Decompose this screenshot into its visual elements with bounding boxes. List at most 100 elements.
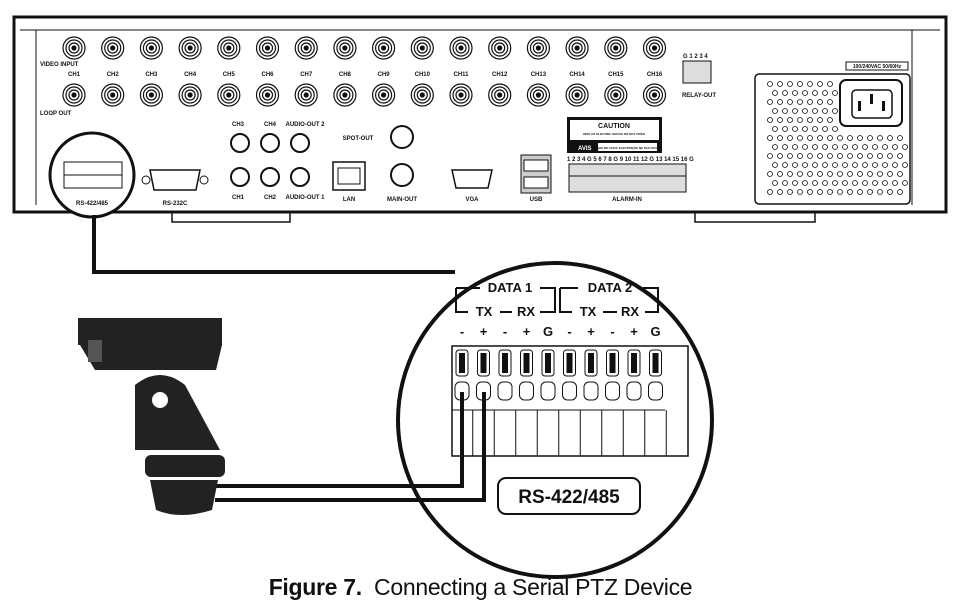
bnc-connector[interactable] <box>375 39 393 57</box>
bnc-connector[interactable] <box>71 45 77 51</box>
bnc-connector[interactable] <box>339 42 351 54</box>
bnc-connector[interactable] <box>101 36 125 60</box>
bnc-connector[interactable] <box>223 89 235 101</box>
bnc-connector[interactable] <box>648 89 661 101</box>
bnc-connector[interactable] <box>336 86 354 104</box>
bnc-connector[interactable] <box>65 86 83 104</box>
bnc-connector[interactable] <box>181 86 199 104</box>
bnc-connector[interactable] <box>220 39 238 57</box>
bnc-connector[interactable] <box>648 42 661 54</box>
terminal-socket[interactable] <box>605 381 620 401</box>
bnc-connector[interactable] <box>255 83 280 107</box>
bnc-connector[interactable] <box>62 36 86 60</box>
bnc-connector[interactable] <box>336 39 354 57</box>
bnc-connector[interactable] <box>181 39 199 57</box>
bnc-connector[interactable] <box>416 42 428 54</box>
bnc-connector[interactable] <box>568 39 586 57</box>
bnc-connector[interactable] <box>255 36 280 60</box>
bnc-connector[interactable] <box>488 83 512 107</box>
terminal-socket[interactable] <box>519 381 534 401</box>
bnc-connector[interactable] <box>110 92 116 98</box>
bnc-connector[interactable] <box>494 42 506 54</box>
bnc-connector[interactable] <box>574 45 580 51</box>
bnc-connector[interactable] <box>142 39 160 57</box>
bnc-connector[interactable] <box>413 86 431 104</box>
bnc-connector[interactable] <box>339 89 351 101</box>
bnc-connector[interactable] <box>342 92 348 98</box>
bnc-connector[interactable] <box>148 92 154 98</box>
bnc-connector[interactable] <box>526 36 551 60</box>
bnc-connector[interactable] <box>529 39 548 57</box>
bnc-connector[interactable] <box>488 36 512 60</box>
bnc-connector[interactable] <box>452 86 470 104</box>
bnc-connector[interactable] <box>184 42 196 54</box>
bnc-connector[interactable] <box>68 89 80 101</box>
bnc-connector[interactable] <box>497 92 503 98</box>
bnc-connector[interactable] <box>526 83 551 107</box>
bnc-connector[interactable] <box>294 36 318 60</box>
bnc-connector[interactable] <box>372 83 396 107</box>
bnc-connector[interactable] <box>651 92 658 98</box>
bnc-connector[interactable] <box>455 89 467 101</box>
bnc-connector[interactable] <box>491 86 509 104</box>
bnc-connector[interactable] <box>184 89 196 101</box>
bnc-connector[interactable] <box>378 42 390 54</box>
bnc-connector[interactable] <box>651 45 658 51</box>
bnc-connector[interactable] <box>449 36 473 60</box>
lan-port[interactable]: LAN <box>332 161 366 203</box>
bnc-connector[interactable] <box>145 89 157 101</box>
bnc-connector[interactable] <box>613 45 619 51</box>
bnc-connector[interactable] <box>529 86 548 104</box>
bnc-connector[interactable] <box>101 83 125 107</box>
bnc-connector[interactable] <box>416 89 428 101</box>
bnc-connector[interactable] <box>571 89 583 101</box>
bnc-connector[interactable] <box>375 86 393 104</box>
bnc-connector[interactable] <box>410 83 434 107</box>
bnc-connector[interactable] <box>226 45 232 51</box>
bnc-connector[interactable] <box>333 36 357 60</box>
bnc-connector[interactable] <box>139 83 163 107</box>
bnc-connector[interactable] <box>333 83 357 107</box>
bnc-connector[interactable] <box>449 83 473 107</box>
bnc-connector[interactable] <box>604 36 628 60</box>
bnc-connector[interactable] <box>613 92 619 98</box>
bnc-connector[interactable] <box>645 39 664 57</box>
bnc-connector[interactable] <box>264 92 271 98</box>
rs232c-port[interactable]: RS-232C <box>141 169 209 207</box>
bnc-connector[interactable] <box>178 36 202 60</box>
bnc-connector[interactable] <box>104 86 122 104</box>
bnc-connector[interactable] <box>491 39 509 57</box>
bnc-connector[interactable] <box>571 42 583 54</box>
bnc-connector[interactable] <box>303 45 309 51</box>
bnc-connector[interactable] <box>452 39 470 57</box>
bnc-connector[interactable] <box>62 83 86 107</box>
bnc-connector[interactable] <box>300 42 312 54</box>
bnc-connector[interactable] <box>220 86 238 104</box>
bnc-connector[interactable] <box>645 86 664 104</box>
bnc-connector[interactable] <box>68 42 80 54</box>
terminal-socket[interactable] <box>540 381 556 401</box>
terminal-socket[interactable] <box>583 381 599 401</box>
terminal-socket[interactable] <box>497 381 513 401</box>
bnc-connector[interactable] <box>535 92 542 98</box>
bnc-connector[interactable] <box>604 83 628 107</box>
bnc-connector[interactable] <box>261 89 274 101</box>
bnc-connector[interactable] <box>145 42 157 54</box>
bnc-connector[interactable] <box>65 39 83 57</box>
bnc-connector[interactable] <box>565 36 589 60</box>
bnc-connector[interactable] <box>261 42 274 54</box>
bnc-connector[interactable] <box>532 89 545 101</box>
bnc-connector[interactable] <box>104 39 122 57</box>
bnc-connector[interactable] <box>419 92 425 98</box>
bnc-connector[interactable] <box>187 45 193 51</box>
bnc-connector[interactable] <box>294 83 318 107</box>
bnc-connector[interactable] <box>223 42 235 54</box>
bnc-connector[interactable] <box>300 89 312 101</box>
bnc-connector[interactable] <box>303 92 309 98</box>
bnc-connector[interactable] <box>565 83 589 107</box>
bnc-connector[interactable] <box>610 89 622 101</box>
bnc-connector[interactable] <box>410 36 434 60</box>
bnc-connector[interactable] <box>142 86 160 104</box>
vga-port[interactable]: VGA <box>451 169 493 203</box>
bnc-connector[interactable] <box>226 92 232 98</box>
